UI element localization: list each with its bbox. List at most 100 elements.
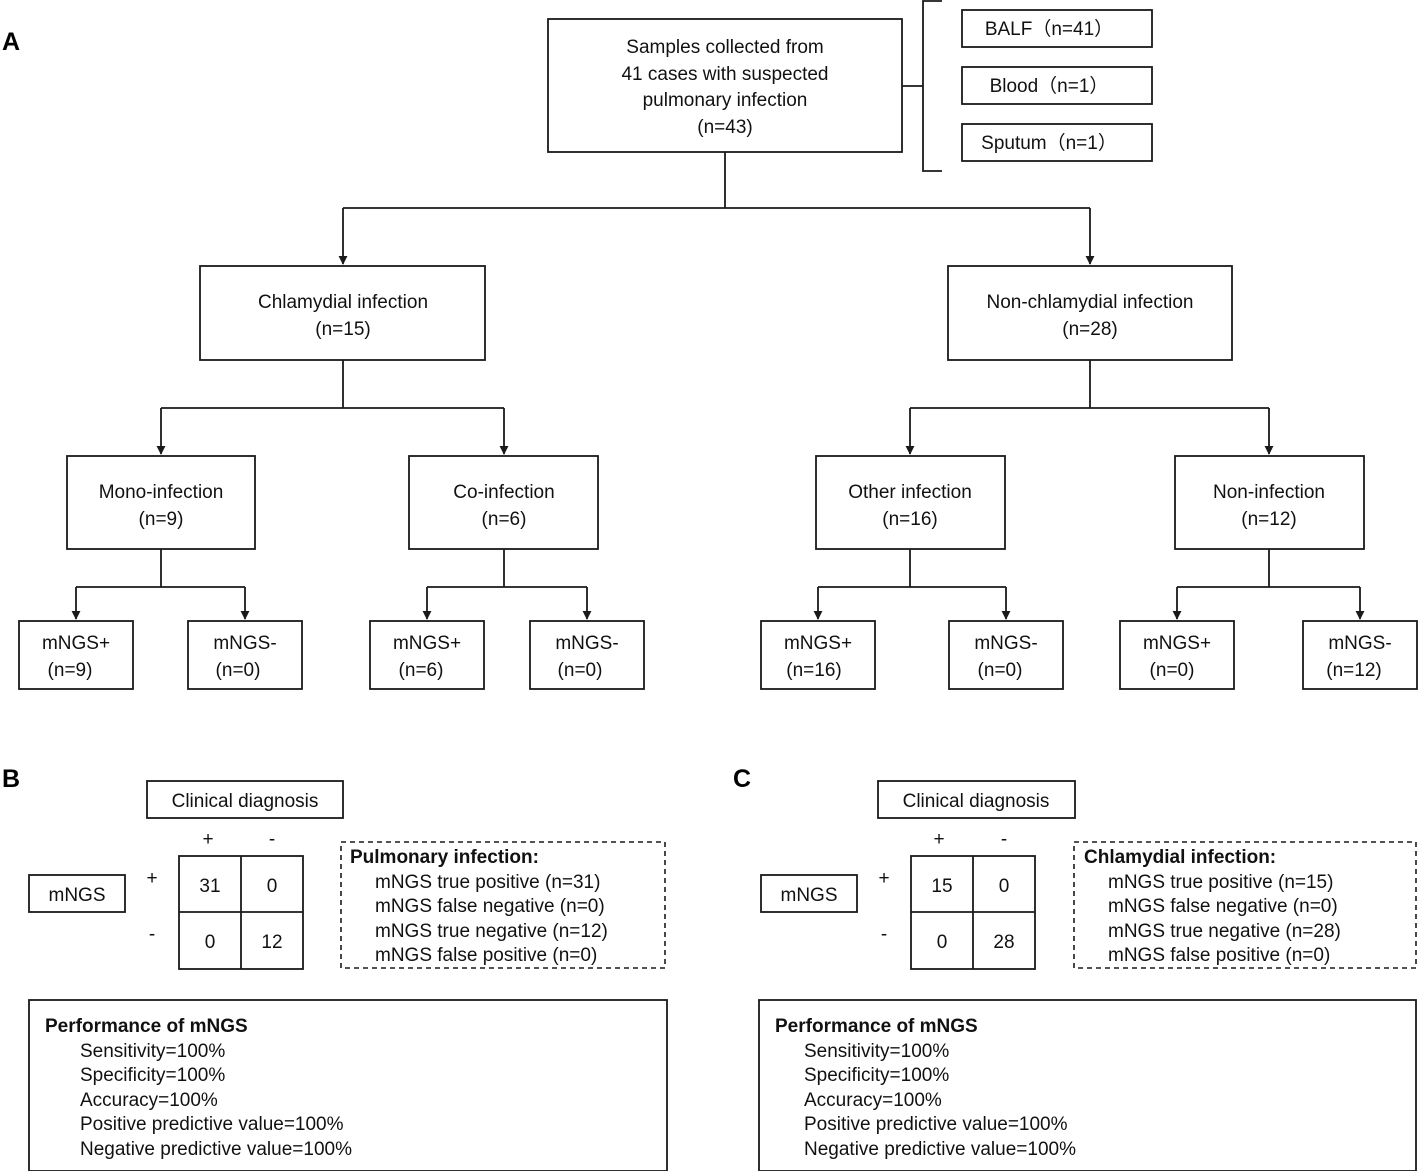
co-infection-count: (n=6) <box>482 509 527 530</box>
col-negative-label: - <box>269 829 275 850</box>
leaf-label: mNGS- <box>213 633 276 654</box>
performance-item: Sensitivity=100% <box>80 1041 225 1062</box>
mngs-row-label: mNGS <box>781 885 838 906</box>
legend-item: mNGS false negative (n=0) <box>375 896 605 917</box>
leaf-count: (n=12) <box>1326 660 1381 681</box>
panel-c-performance: Performance of mNGS Sensitivity=100% Spe… <box>758 999 1417 1171</box>
leaf-count: (n=0) <box>558 660 603 681</box>
row-negative-label: - <box>149 924 155 945</box>
panel-b-contingency-table: 31 0 0 12 <box>178 855 304 970</box>
non-chlamydial-node: Non-chlamydial infection (n=28) <box>947 265 1233 361</box>
leaf-label: mNGS+ <box>1143 633 1211 654</box>
co-infection-title: Co-infection <box>453 482 554 503</box>
connector-co <box>422 549 592 620</box>
co-infection-node: Co-infection (n=6) <box>408 455 599 550</box>
leaf-count: (n=0) <box>1150 660 1195 681</box>
non-chlamydial-title: Non-chlamydial infection <box>987 292 1194 313</box>
leaf-mono-positive: mNGS+ (n=9) <box>18 620 134 690</box>
leaf-other-negative: mNGS- (n=0) <box>948 620 1064 690</box>
chlamydial-count: (n=15) <box>315 319 370 340</box>
cell-false-positive: 0 <box>999 876 1010 897</box>
legend-item: mNGS true positive (n=31) <box>375 872 600 893</box>
cell-false-negative: 0 <box>937 932 948 953</box>
leaf-count: (n=16) <box>786 660 841 681</box>
legend-item: mNGS false positive (n=0) <box>1108 945 1330 966</box>
performance-item: Sensitivity=100% <box>804 1041 949 1062</box>
cell-false-positive: 0 <box>267 876 278 897</box>
non-chlamydial-count: (n=28) <box>1062 319 1117 340</box>
performance-item: Accuracy=100% <box>80 1090 218 1111</box>
legend-item: mNGS false positive (n=0) <box>375 945 597 966</box>
other-infection-title: Other infection <box>848 482 972 503</box>
col-negative-label: - <box>1001 829 1007 850</box>
legend-item: mNGS false negative (n=0) <box>1108 896 1338 917</box>
col-positive-label: + <box>202 829 213 850</box>
performance-title: Performance of mNGS <box>45 1016 248 1037</box>
performance-item: Negative predictive value=100% <box>80 1139 352 1160</box>
sample-sputum: Sputum（n=1） <box>961 123 1153 162</box>
performance-title: Performance of mNGS <box>775 1016 978 1037</box>
row-positive-label: + <box>878 868 889 889</box>
sample-balf-label: BALF（n=41） <box>985 18 1113 40</box>
cell-true-positive: 31 <box>199 876 220 897</box>
other-infection-node: Other infection (n=16) <box>815 455 1006 550</box>
row-negative-label: - <box>881 924 887 945</box>
cell-true-positive: 15 <box>931 876 952 897</box>
leaf-other-positive: mNGS+ (n=16) <box>760 620 876 690</box>
root-line-4: (n=43) <box>697 117 752 138</box>
leaf-label: mNGS+ <box>42 633 110 654</box>
legend-item: mNGS true positive (n=15) <box>1108 872 1333 893</box>
panel-b-mngs-label: mNGS <box>28 874 126 913</box>
chlamydial-title: Chlamydial infection <box>258 292 428 313</box>
panel-c-mngs-label: mNGS <box>760 874 858 913</box>
col-positive-label: + <box>933 829 944 850</box>
mono-infection-count: (n=9) <box>139 509 184 530</box>
legend-title: Chlamydial infection: <box>1084 847 1276 868</box>
sample-blood-label: Blood（n=1） <box>990 75 1109 97</box>
panel-b-performance: Performance of mNGS Sensitivity=100% Spe… <box>28 999 668 1171</box>
leaf-co-positive: mNGS+ (n=6) <box>369 620 485 690</box>
row-positive-label: + <box>146 868 157 889</box>
non-infection-node: Non-infection (n=12) <box>1174 455 1365 550</box>
cell-true-negative: 28 <box>993 932 1014 953</box>
sample-bracket <box>902 0 942 172</box>
clinical-diagnosis-label: Clinical diagnosis <box>903 791 1050 812</box>
leaf-count: (n=0) <box>216 660 261 681</box>
leaf-count: (n=0) <box>978 660 1023 681</box>
root-line-1: Samples collected from <box>626 37 823 58</box>
legend-title: Pulmonary infection: <box>350 847 539 868</box>
sample-balf: BALF（n=41） <box>961 9 1153 48</box>
leaf-label: mNGS+ <box>784 633 852 654</box>
leaf-label: mNGS- <box>974 633 1037 654</box>
leaf-co-negative: mNGS- (n=0) <box>529 620 645 690</box>
panel-b-clinical-diagnosis: Clinical diagnosis <box>146 780 344 819</box>
performance-item: Specificity=100% <box>80 1065 225 1086</box>
clinical-diagnosis-label: Clinical diagnosis <box>172 791 319 812</box>
connector-non-chlamydial <box>905 360 1274 455</box>
performance-item: Negative predictive value=100% <box>804 1139 1076 1160</box>
mono-infection-title: Mono-infection <box>99 482 224 503</box>
connector-other <box>813 549 1011 620</box>
connector-mono <box>71 549 250 620</box>
root-line-3: pulmonary infection <box>643 90 808 111</box>
panel-c-legend: Chlamydial infection: mNGS true positive… <box>1073 841 1417 969</box>
mono-infection-node: Mono-infection (n=9) <box>66 455 256 550</box>
sample-sputum-label: Sputum（n=1） <box>981 132 1117 154</box>
performance-item: Positive predictive value=100% <box>80 1114 344 1135</box>
non-infection-count: (n=12) <box>1241 509 1296 530</box>
performance-item: Accuracy=100% <box>804 1090 942 1111</box>
root-line-2: 41 cases with suspected <box>621 64 828 85</box>
root-node: Samples collected from 41 cases with sus… <box>547 18 903 153</box>
connector-root <box>338 152 1095 265</box>
leaf-non-infection-positive: mNGS+ (n=0) <box>1119 620 1235 690</box>
other-infection-count: (n=16) <box>882 509 937 530</box>
chlamydial-node: Chlamydial infection (n=15) <box>199 265 486 361</box>
leaf-label: mNGS- <box>555 633 618 654</box>
connector-chlamydial <box>156 360 509 455</box>
connector-non-infection <box>1172 549 1365 620</box>
cell-false-negative: 0 <box>205 932 216 953</box>
leaf-label: mNGS+ <box>393 633 461 654</box>
panel-label-c: C <box>733 765 751 793</box>
leaf-mono-negative: mNGS- (n=0) <box>187 620 303 690</box>
